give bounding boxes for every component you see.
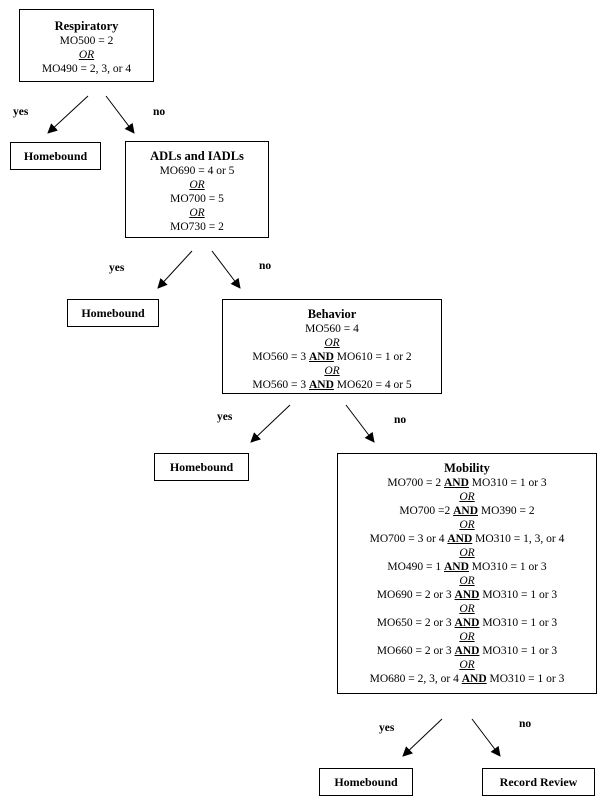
adl-or-2: OR: [189, 207, 205, 219]
homebound-box-1: Homebound: [10, 142, 101, 170]
arrow-adl-no: [211, 250, 241, 289]
homebound-box-2: Homebound: [67, 299, 159, 327]
respiratory-line-2: MO490 = 2, 3, or 4: [41, 63, 132, 75]
adl-or-1: OR: [189, 179, 205, 191]
behavior-box: Behavior MO560 = 4 OR MO560 = 3 AND MO61…: [222, 299, 442, 394]
mobility-line: MO650 = 2 or 3 AND MO310 = 1 or 3: [376, 617, 558, 629]
arrow-respiratory-no: [105, 95, 135, 134]
respiratory-or: OR: [78, 49, 95, 61]
mobility-or: OR: [459, 659, 475, 671]
mobility-no-label: no: [519, 718, 532, 730]
adl-title: ADLs and IADLs: [150, 149, 244, 163]
record-review-box: Record Review: [482, 768, 595, 796]
behavior-title: Behavior: [307, 307, 357, 321]
arrow-behavior-no: [345, 404, 375, 443]
mobility-or: OR: [459, 603, 475, 615]
adl-line-2: MO700 = 5: [170, 193, 224, 205]
mobility-or: OR: [459, 631, 475, 643]
homebound-box-4: Homebound: [319, 768, 413, 796]
mobility-line: MO660 = 2 or 3 AND MO310 = 1 or 3: [376, 645, 558, 657]
mobility-line: MO700 = 3 or 4 AND MO310 = 1, 3, or 4: [369, 533, 565, 545]
respiratory-line-1: MO500 = 2: [59, 35, 114, 47]
mobility-box: Mobility MO700 = 2 AND MO310 = 1 or 3 OR…: [337, 453, 597, 694]
respiratory-box: Respiratory MO500 = 2 OR MO490 = 2, 3, o…: [19, 9, 154, 82]
arrow-respiratory-yes: [47, 95, 89, 134]
behavior-line-1: MO560 = 4: [305, 323, 359, 335]
behavior-line-2: MO560 = 3 AND MO610 = 1 or 2: [252, 351, 412, 363]
mobility-title: Mobility: [444, 461, 490, 475]
respiratory-title: Respiratory: [54, 19, 119, 33]
behavior-line-3: MO560 = 3 AND MO620 = 4 or 5: [252, 379, 412, 391]
mobility-or: OR: [459, 575, 475, 587]
mobility-or: OR: [459, 519, 475, 531]
adl-line-3: MO730 = 2: [170, 221, 224, 233]
mobility-line: MO700 =2 AND MO390 = 2: [399, 505, 535, 517]
arrow-mobility-no: [471, 718, 501, 757]
respiratory-no-label: no: [153, 106, 166, 118]
adl-box: ADLs and IADLs MO690 = 4 or 5 OR MO700 =…: [125, 141, 269, 238]
arrow-adl-yes: [157, 250, 193, 289]
adl-line-1: MO690 = 4 or 5: [159, 165, 235, 177]
mobility-or: OR: [459, 491, 475, 503]
behavior-or-1: OR: [324, 337, 340, 349]
arrow-behavior-yes: [250, 404, 291, 443]
mobility-yes-label: yes: [379, 722, 395, 734]
mobility-line: MO700 = 2 AND MO310 = 1 or 3: [387, 477, 547, 489]
adl-no-label: no: [259, 260, 272, 272]
mobility-line: MO490 = 1 AND MO310 = 1 or 3: [387, 561, 547, 573]
adl-yes-label: yes: [109, 262, 125, 274]
respiratory-yes-label: yes: [13, 106, 29, 118]
mobility-line: MO680 = 2, 3, or 4 AND MO310 = 1 or 3: [369, 673, 565, 685]
arrow-mobility-yes: [402, 718, 443, 757]
behavior-or-2: OR: [324, 365, 340, 377]
homebound-box-3: Homebound: [154, 453, 249, 481]
mobility-or: OR: [459, 547, 475, 559]
mobility-line: MO690 = 2 or 3 AND MO310 = 1 or 3: [376, 589, 558, 601]
behavior-yes-label: yes: [217, 411, 233, 423]
behavior-no-label: no: [394, 414, 407, 426]
